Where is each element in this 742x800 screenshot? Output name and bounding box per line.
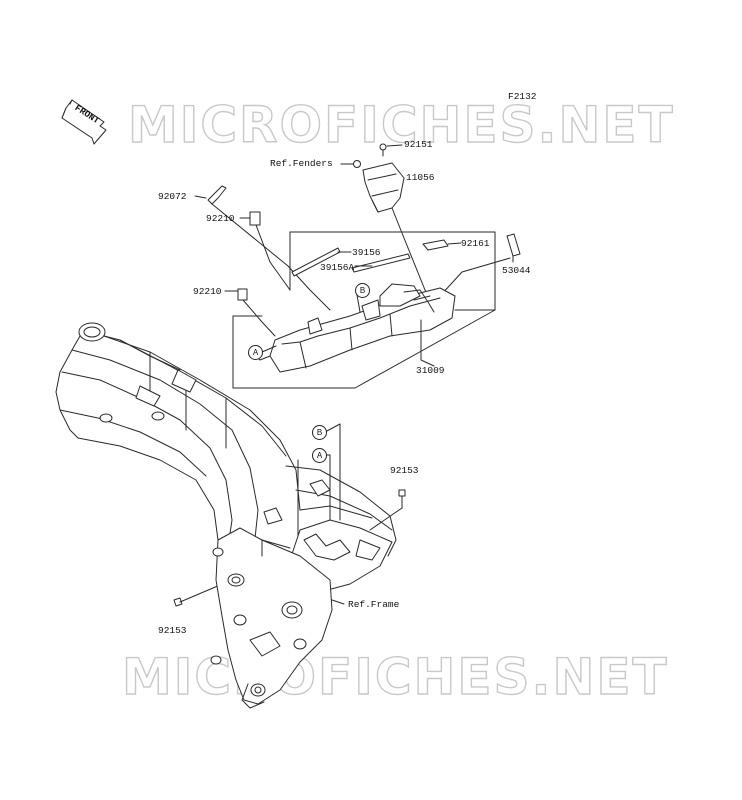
- pad-92161: [422, 239, 462, 251]
- label-ref-fenders: Ref.Fenders: [270, 158, 333, 169]
- callout-b-upper: B: [355, 283, 370, 298]
- label-53044: 53044: [502, 265, 531, 276]
- label-92161: 92161: [461, 238, 490, 249]
- strip-39156A: [351, 253, 411, 273]
- label-92072: 92072: [158, 191, 187, 202]
- clip-92210-lower: [224, 288, 276, 337]
- part-53044: [439, 233, 521, 297]
- motorcycle-frame: [55, 322, 397, 709]
- bolt-92153-right: [369, 489, 406, 531]
- figure-code: F2132: [508, 91, 537, 102]
- front-arrow-icon: FRONT: [61, 99, 107, 145]
- label-39156A: 39156A: [320, 262, 355, 273]
- label-11056: 11056: [406, 172, 435, 183]
- strip-39156: [291, 247, 352, 277]
- ref-fenders-washer: [340, 160, 361, 168]
- clip-92210-upper: [239, 211, 291, 291]
- assembly-outline-31009: [232, 231, 496, 389]
- label-92210-upper: 92210: [206, 213, 235, 224]
- label-ref-frame: Ref.Frame: [348, 599, 400, 610]
- callout-a-lower: A: [312, 448, 327, 463]
- label-31009: 31009: [416, 365, 445, 376]
- tray-31009: [253, 283, 456, 373]
- label-92153-right: 92153: [390, 465, 419, 476]
- label-92153-left: 92153: [158, 625, 187, 636]
- callout-b-lower: B: [312, 425, 327, 440]
- bolt-92151: [379, 143, 403, 157]
- part-92072: [194, 185, 331, 311]
- label-92210-lower: 92210: [193, 286, 222, 297]
- label-39156: 39156: [352, 247, 381, 258]
- label-92151: 92151: [404, 139, 433, 150]
- callout-a-upper: A: [248, 345, 263, 360]
